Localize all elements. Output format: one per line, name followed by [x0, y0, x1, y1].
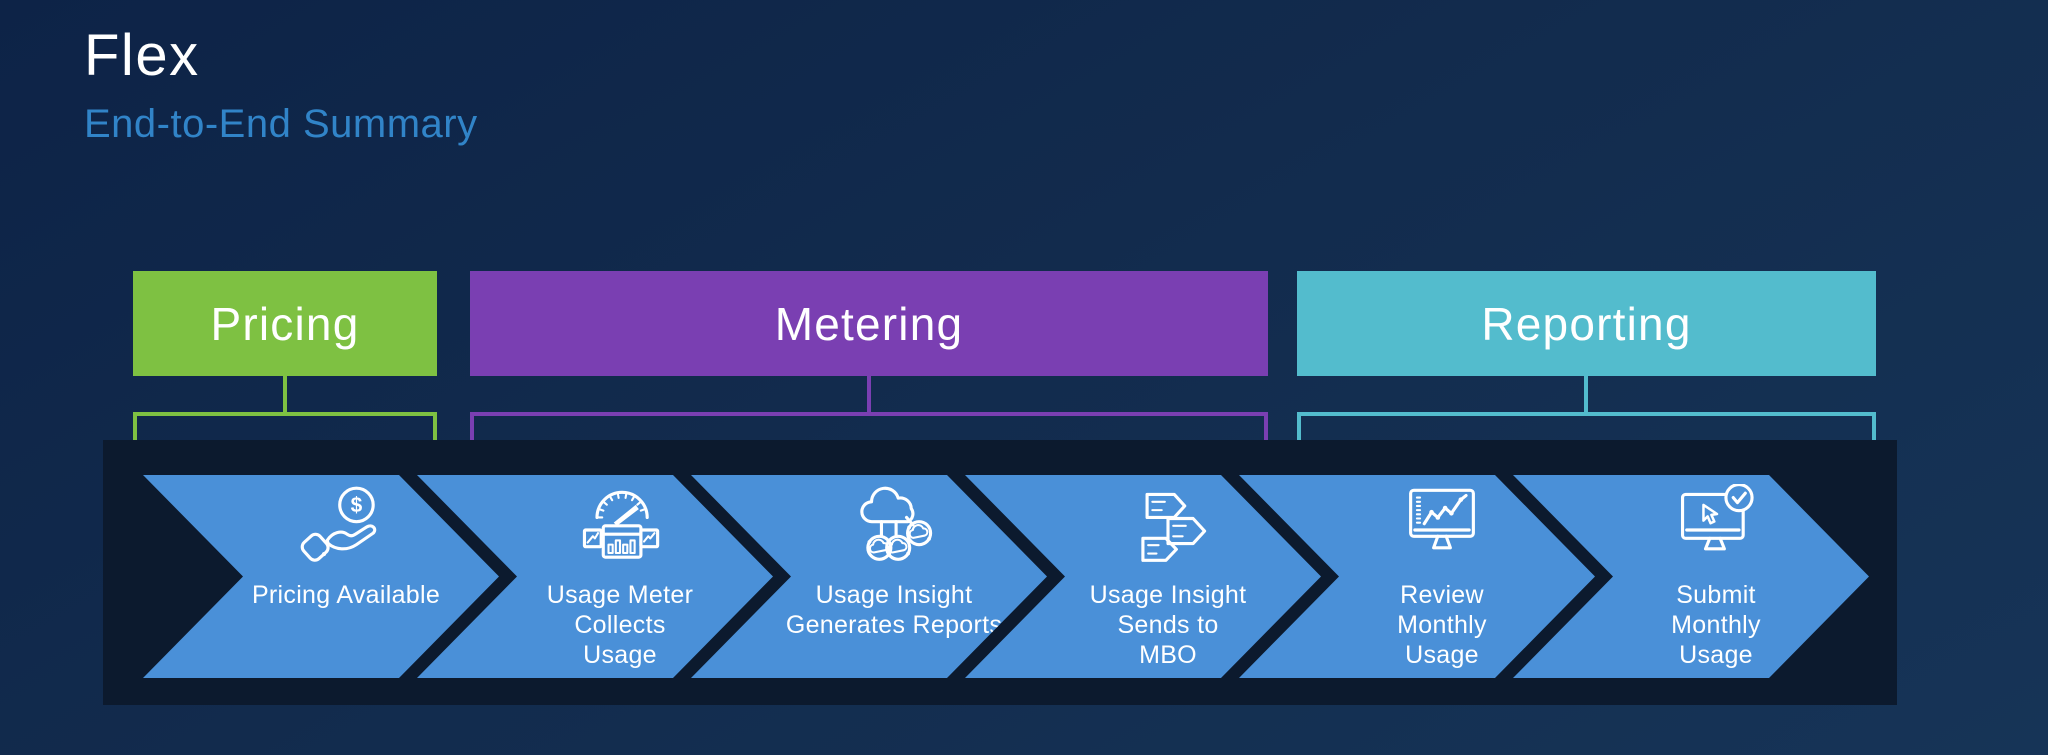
- svg-text:$: $: [351, 494, 363, 517]
- send-arrows-icon: [1113, 483, 1223, 577]
- slide-subtitle: End-to-End Summary: [84, 102, 478, 146]
- connector-stem-pricing: [283, 376, 287, 414]
- phase-label-metering: Metering: [774, 297, 964, 350]
- phase-box-metering: Metering: [470, 271, 1268, 376]
- step-label: Review Monthly Usage: [1397, 581, 1487, 669]
- connector-stem-reporting: [1584, 376, 1588, 414]
- phase-box-reporting: Reporting: [1297, 271, 1876, 376]
- phase-box-pricing: Pricing: [133, 271, 437, 376]
- step-label: Pricing Available: [251, 581, 441, 609]
- step-label: Usage Insight Generates Reports: [785, 581, 1003, 639]
- connector-bracket-reporting: [1297, 412, 1876, 442]
- step-label: Submit Monthly Usage: [1671, 581, 1761, 669]
- slide-title: Flex: [84, 23, 200, 88]
- connector-stem-metering: [867, 376, 871, 414]
- cloud-distribution-icon: [839, 483, 949, 577]
- monitor-chart-icon: [1387, 483, 1497, 577]
- hand-coin-icon: $: [291, 483, 401, 577]
- monitor-submit-icon: [1661, 483, 1771, 577]
- step-label: Usage Meter Collects Usage: [546, 581, 694, 669]
- connector-bracket-metering: [470, 412, 1268, 442]
- connector-bracket-pricing: [133, 412, 437, 442]
- phase-label-reporting: Reporting: [1481, 297, 1692, 350]
- usage-meter-icon: [565, 483, 675, 577]
- step-label: Usage Insight Sends to MBO: [1089, 581, 1247, 669]
- phase-label-pricing: Pricing: [210, 297, 360, 350]
